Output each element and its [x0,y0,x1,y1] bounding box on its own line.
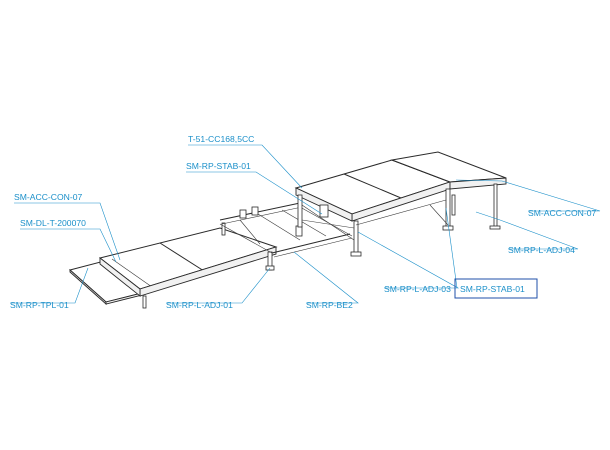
label-acc-con-right[interactable]: SM-ACC-CON-07 [528,208,596,218]
label-stab-boxed[interactable]: SM-RP-STAB-01 [460,284,525,294]
leader-t51 [188,144,303,189]
leg-adjust-01 [142,295,147,309]
high-stage-section [294,159,456,257]
leg-right [493,183,498,229]
label-l-adj-01[interactable]: SM-RP-L-ADJ-01 [166,300,233,310]
rail-clamp [239,209,247,219]
selected-label-box[interactable] [454,278,538,299]
leader-be2 [293,251,359,304]
leader-acc-con-left [14,202,121,261]
label-stab-upper[interactable]: SM-RP-STAB-01 [186,161,251,171]
leg-adjust-03 [353,220,359,256]
low-stage-section [68,222,278,309]
leader-acc-con-right [455,179,601,212]
upper-rail [219,202,301,221]
label-l-adj-03[interactable]: SM-RP-L-ADJ-03 [384,284,451,294]
lower-rail [271,233,351,254]
leader-lines [10,144,601,304]
leader-stab-upper [186,171,323,215]
leg-high-front [297,194,303,228]
stabilizer-brace [301,204,355,241]
deck-joint [159,242,205,272]
label-be2[interactable]: SM-RP-BE2 [306,300,353,310]
label-t51-cc168[interactable]: T-51-CC168,5CC [188,134,254,144]
stabilizer-clamp [319,204,329,218]
leader-dl-t [20,228,117,263]
label-tpl[interactable]: SM-RP-TPL-01 [10,300,69,310]
leader-l-adj-04 [475,211,579,250]
label-acc-con-left[interactable]: SM-ACC-CON-07 [14,192,82,202]
leader-stab-boxed [445,207,458,289]
leader-l-adj-01 [166,267,271,304]
label-l-adj-04[interactable]: SM-RP-L-ADJ-04 [508,245,575,255]
leader-l-adj-03 [357,231,460,289]
label-dl-t[interactable]: SM-DL-T-200070 [20,218,86,228]
leader-tpl [10,267,89,304]
deck-joint [343,173,402,199]
